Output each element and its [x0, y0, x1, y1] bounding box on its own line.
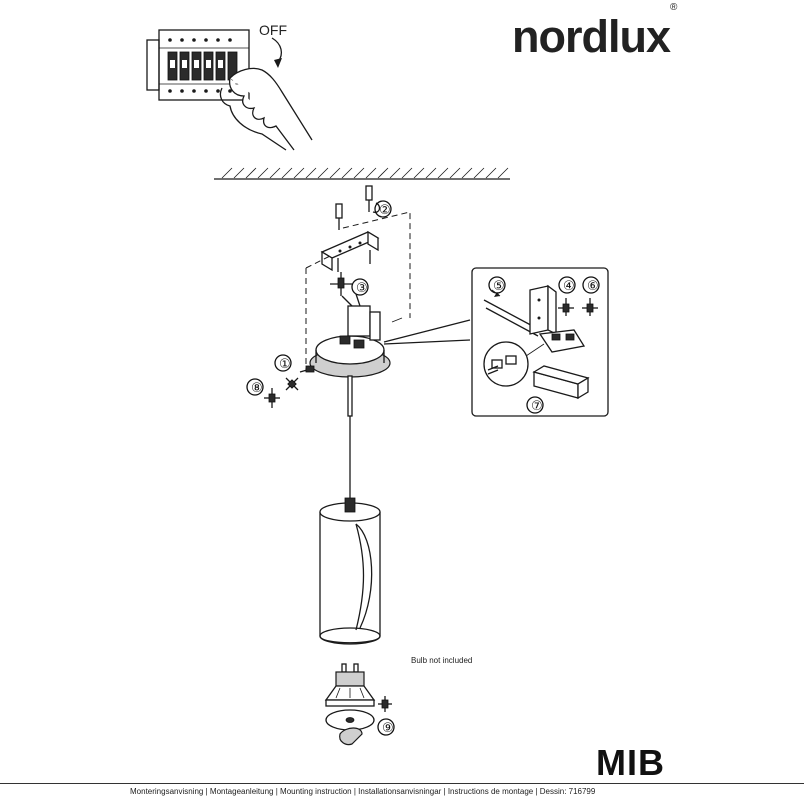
screwdriver-icon-9 — [378, 696, 392, 712]
footer-divider — [0, 783, 804, 784]
retaining-ring — [325, 709, 375, 746]
callout-1: ① — [279, 357, 291, 372]
screwdriver-icon-1 — [285, 377, 299, 391]
brand-name: nordlux — [512, 11, 671, 62]
callout-8: ⑧ — [251, 381, 263, 396]
brand-logo: nordlux® — [512, 3, 677, 62]
side-screw — [299, 365, 315, 373]
power-off-label: OFF — [259, 22, 287, 38]
callouts: ② ③ ① ⑧ ④ ⑤ ⑥ ⑦ ⑨ — [246, 200, 600, 736]
assembly-guide-lines — [305, 211, 411, 372]
wall-plugs — [335, 185, 381, 230]
callout-2: ② — [379, 203, 391, 218]
screwdriver-icon-8 — [264, 388, 280, 408]
off-arrow-icon — [271, 37, 283, 63]
product-title: MIB — [596, 742, 665, 783]
registered-mark: ® — [670, 2, 677, 13]
callout-4: ④ — [563, 279, 575, 294]
fuse-box-illustration — [146, 29, 313, 151]
gu10-bulb — [324, 663, 376, 707]
mounting-bracket — [320, 230, 380, 272]
callout-7: ⑦ — [531, 399, 543, 414]
breaker-switches — [167, 51, 238, 81]
screwdriver-icon-3 — [330, 272, 352, 296]
pendant-shade — [319, 497, 381, 645]
ceiling-line — [214, 167, 510, 180]
detail-inset-box — [471, 267, 609, 417]
hand-illustration — [228, 67, 313, 151]
callout-9: ⑨ — [382, 721, 394, 736]
callout-3: ③ — [356, 281, 368, 296]
ceiling-canopy — [309, 293, 471, 378]
callout-6: ⑥ — [587, 279, 599, 294]
callout-5: ⑤ — [493, 279, 505, 294]
footer-text: Monteringsanvisning | Montageanleitung |… — [130, 787, 596, 796]
bulb-not-included-note: Bulb not included — [411, 656, 473, 665]
